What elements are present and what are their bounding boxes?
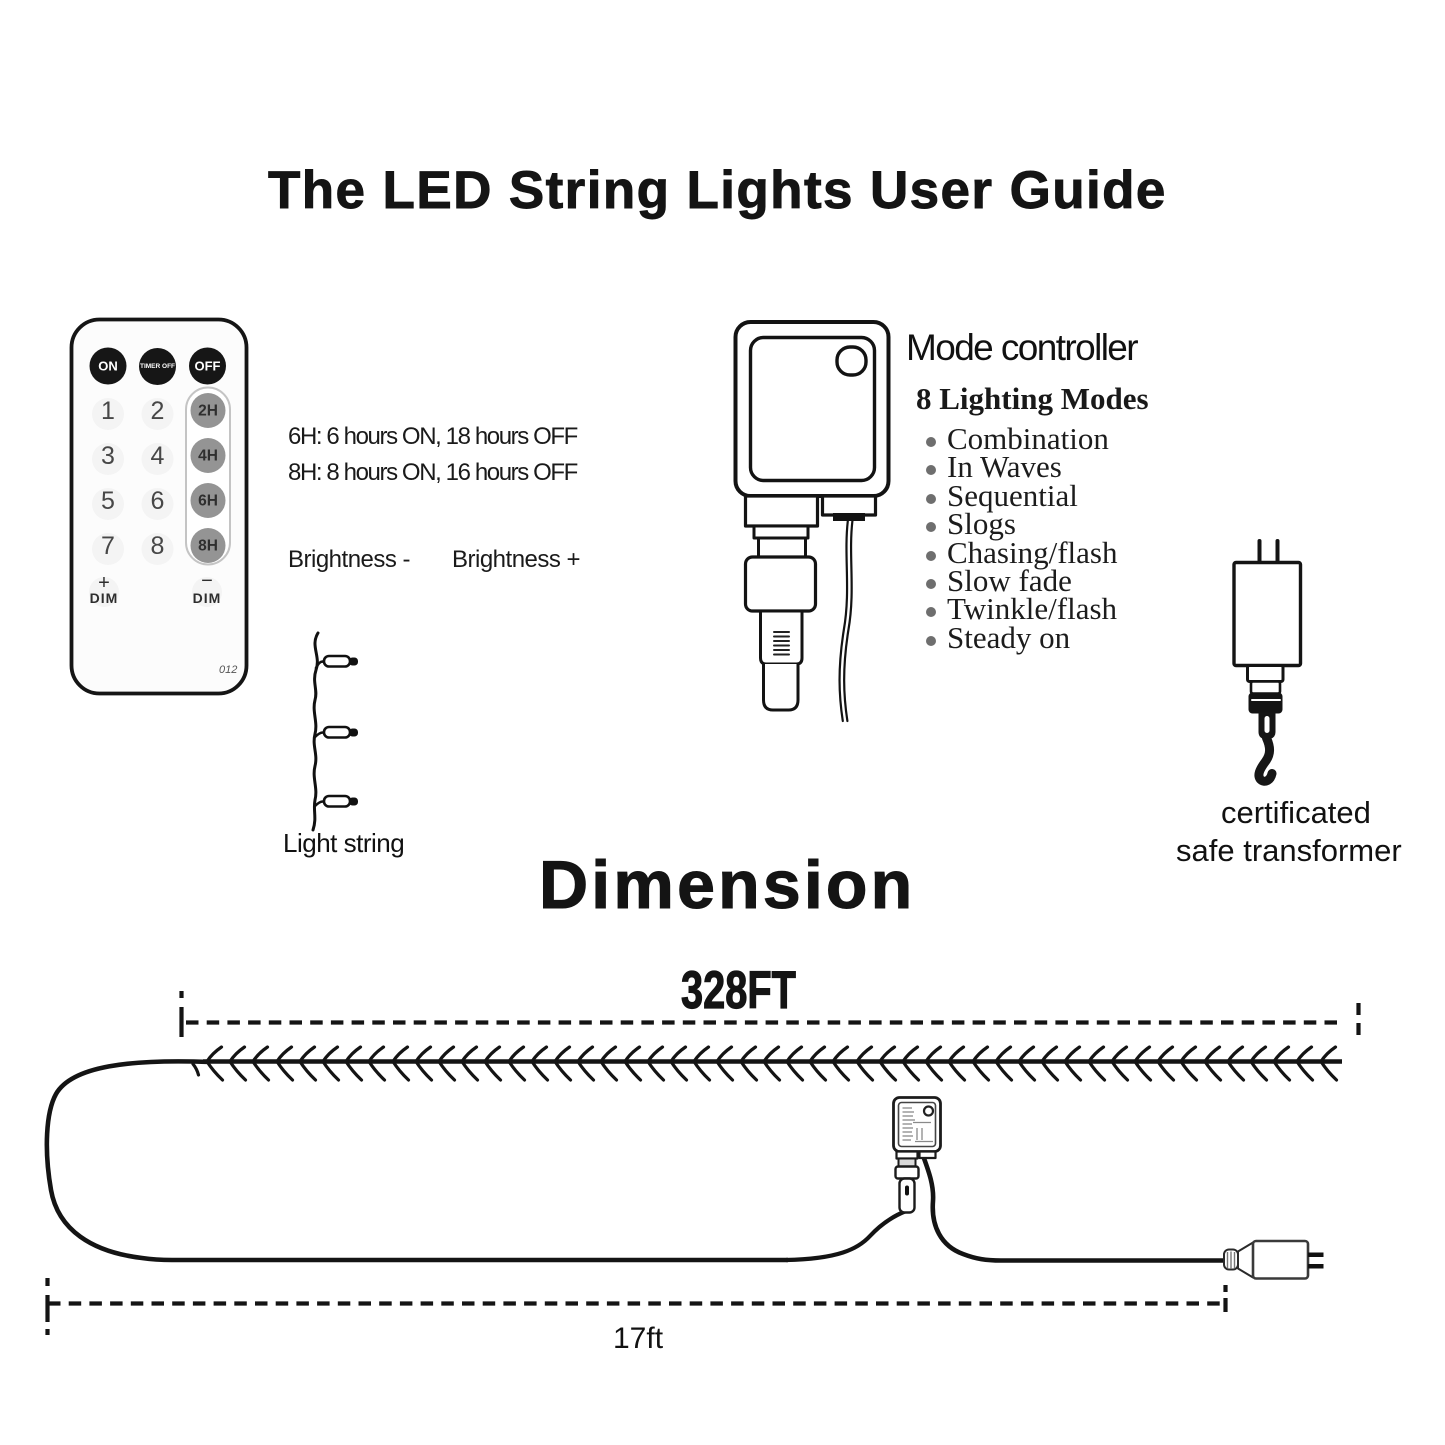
- svg-text:8H: 8H: [198, 538, 218, 555]
- svg-text:5: 5: [101, 487, 115, 515]
- svg-text:7: 7: [101, 532, 115, 560]
- svg-text:2: 2: [151, 397, 165, 425]
- svg-text:8: 8: [151, 532, 165, 560]
- svg-text:+: +: [98, 572, 110, 594]
- svg-text:DIM: DIM: [90, 590, 119, 606]
- svg-text:6H: 6H: [198, 493, 218, 510]
- svg-text:OFF: OFF: [195, 359, 221, 374]
- svg-text:1: 1: [101, 397, 115, 425]
- svg-text:TIMER OFF: TIMER OFF: [140, 363, 175, 370]
- svg-text:ON: ON: [98, 359, 118, 374]
- svg-text:2H: 2H: [198, 403, 218, 420]
- svg-text:4: 4: [151, 442, 165, 470]
- svg-text:DIM: DIM: [193, 590, 222, 606]
- svg-text:012: 012: [219, 664, 237, 676]
- svg-text:4H: 4H: [198, 448, 218, 465]
- svg-text:3: 3: [101, 442, 115, 470]
- svg-text:−: −: [201, 570, 213, 592]
- svg-text:6: 6: [151, 487, 165, 515]
